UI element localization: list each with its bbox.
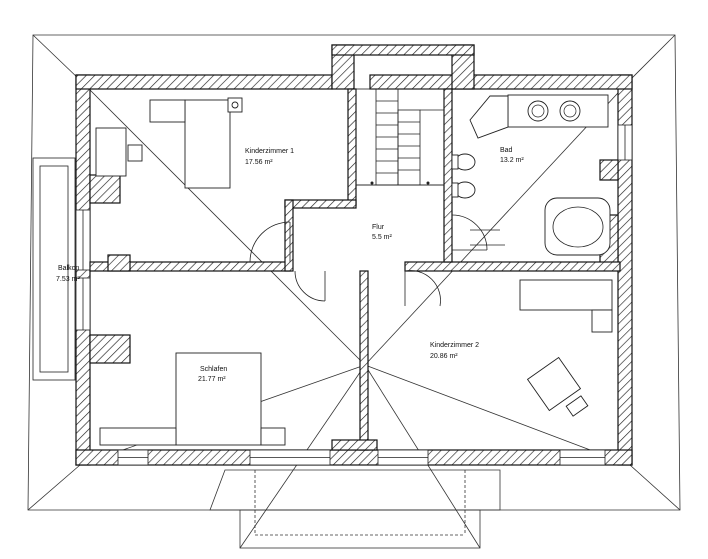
room-name-schlafen: Schlafen bbox=[200, 366, 227, 373]
room-area-balkon: 7.53 m² bbox=[56, 276, 80, 283]
balcony bbox=[32, 157, 76, 381]
room-area-schlafen: 21.77 m² bbox=[198, 376, 226, 383]
exterior-walls bbox=[75, 44, 633, 466]
interior-walls bbox=[89, 88, 621, 451]
room-area-flur: 5.5 m² bbox=[372, 234, 393, 241]
room-name-kinderzimmer1: Kinderzimmer 1 bbox=[245, 148, 294, 155]
furniture bbox=[95, 94, 613, 446]
room-name-bad: Bad bbox=[500, 147, 513, 154]
windows bbox=[75, 124, 633, 466]
room-name-kinderzimmer2: Kinderzimmer 2 bbox=[430, 342, 479, 349]
room-labels: Kinderzimmer 1 17.56 m² Bad 13.2 m² Flur… bbox=[56, 147, 524, 383]
doors bbox=[249, 214, 488, 307]
room-area-kinderzimmer1: 17.56 m² bbox=[245, 159, 273, 166]
room-name-flur: Flur bbox=[372, 224, 385, 231]
staircase bbox=[355, 88, 445, 186]
room-name-balkon: Balkon bbox=[58, 265, 80, 272]
room-area-bad: 13.2 m² bbox=[500, 157, 524, 164]
roof-outline bbox=[27, 34, 681, 511]
room-area-kinderzimmer2: 20.86 m² bbox=[430, 353, 458, 360]
